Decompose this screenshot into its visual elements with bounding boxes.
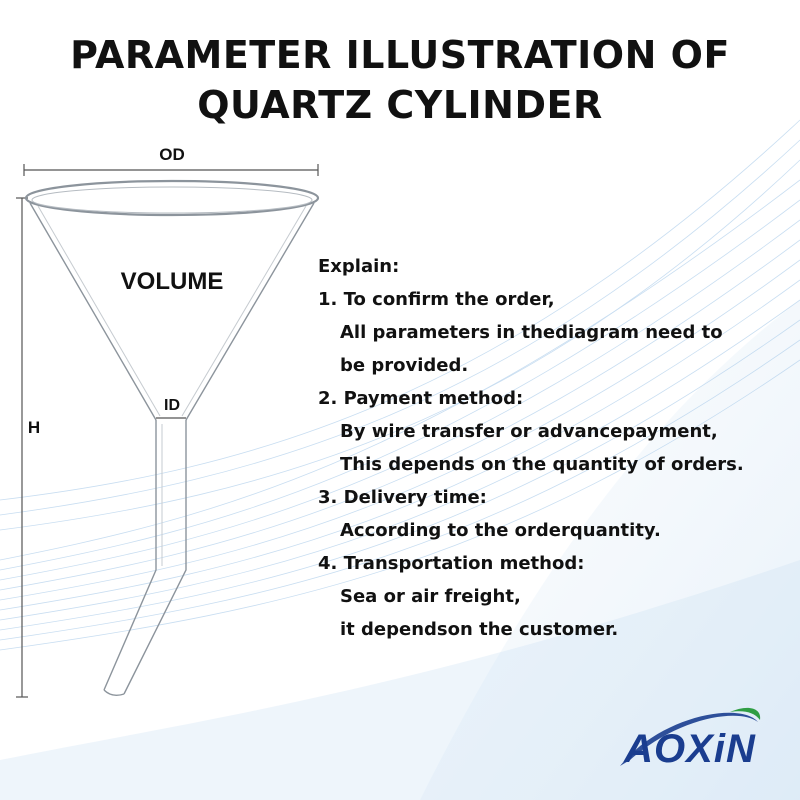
item-3-line-1: According to the orderquantity. — [340, 520, 661, 541]
explain-section: Explain: 1. To confirm the order, All pa… — [318, 250, 788, 646]
item-1-line-2: be provided. — [340, 355, 469, 376]
item-2-line-2: This depends on the quantity of orders. — [340, 454, 744, 475]
od-dimension — [23, 164, 319, 176]
item-2-title: 2. Payment method: — [318, 388, 524, 409]
item-1-title: 1. To confirm the order, — [318, 289, 555, 310]
item-4-line-1: Sea or air freight, — [340, 586, 521, 607]
h-label: H — [28, 418, 40, 437]
logo-swoosh — [620, 712, 758, 766]
title-line-2: QUARTZ CYLINDER — [197, 83, 603, 127]
explain-heading: Explain: — [318, 256, 400, 277]
title-line-1: PARAMETER ILLUSTRATION OF — [70, 33, 730, 77]
item-2-line-1: By wire transfer or advancepayment, — [340, 421, 718, 442]
od-label: OD — [159, 145, 185, 164]
h-dimension — [16, 197, 28, 698]
item-1-line-1: All parameters in thediagram need to — [340, 322, 723, 343]
id-label: ID — [164, 397, 180, 414]
volume-label: VOLUME — [121, 268, 224, 295]
aoxin-logo: AOXiN — [620, 707, 761, 771]
logo-text: AOXiN — [623, 727, 756, 771]
funnel-glass — [24, 179, 320, 697]
page-title: PARAMETER ILLUSTRATION OF QUARTZ CYLINDE… — [0, 30, 800, 130]
item-4-line-2: it dependson the customer. — [340, 619, 619, 640]
logo-swoosh-green — [730, 707, 761, 720]
item-4-title: 4. Transportation method: — [318, 553, 585, 574]
item-3-title: 3. Delivery time: — [318, 487, 487, 508]
